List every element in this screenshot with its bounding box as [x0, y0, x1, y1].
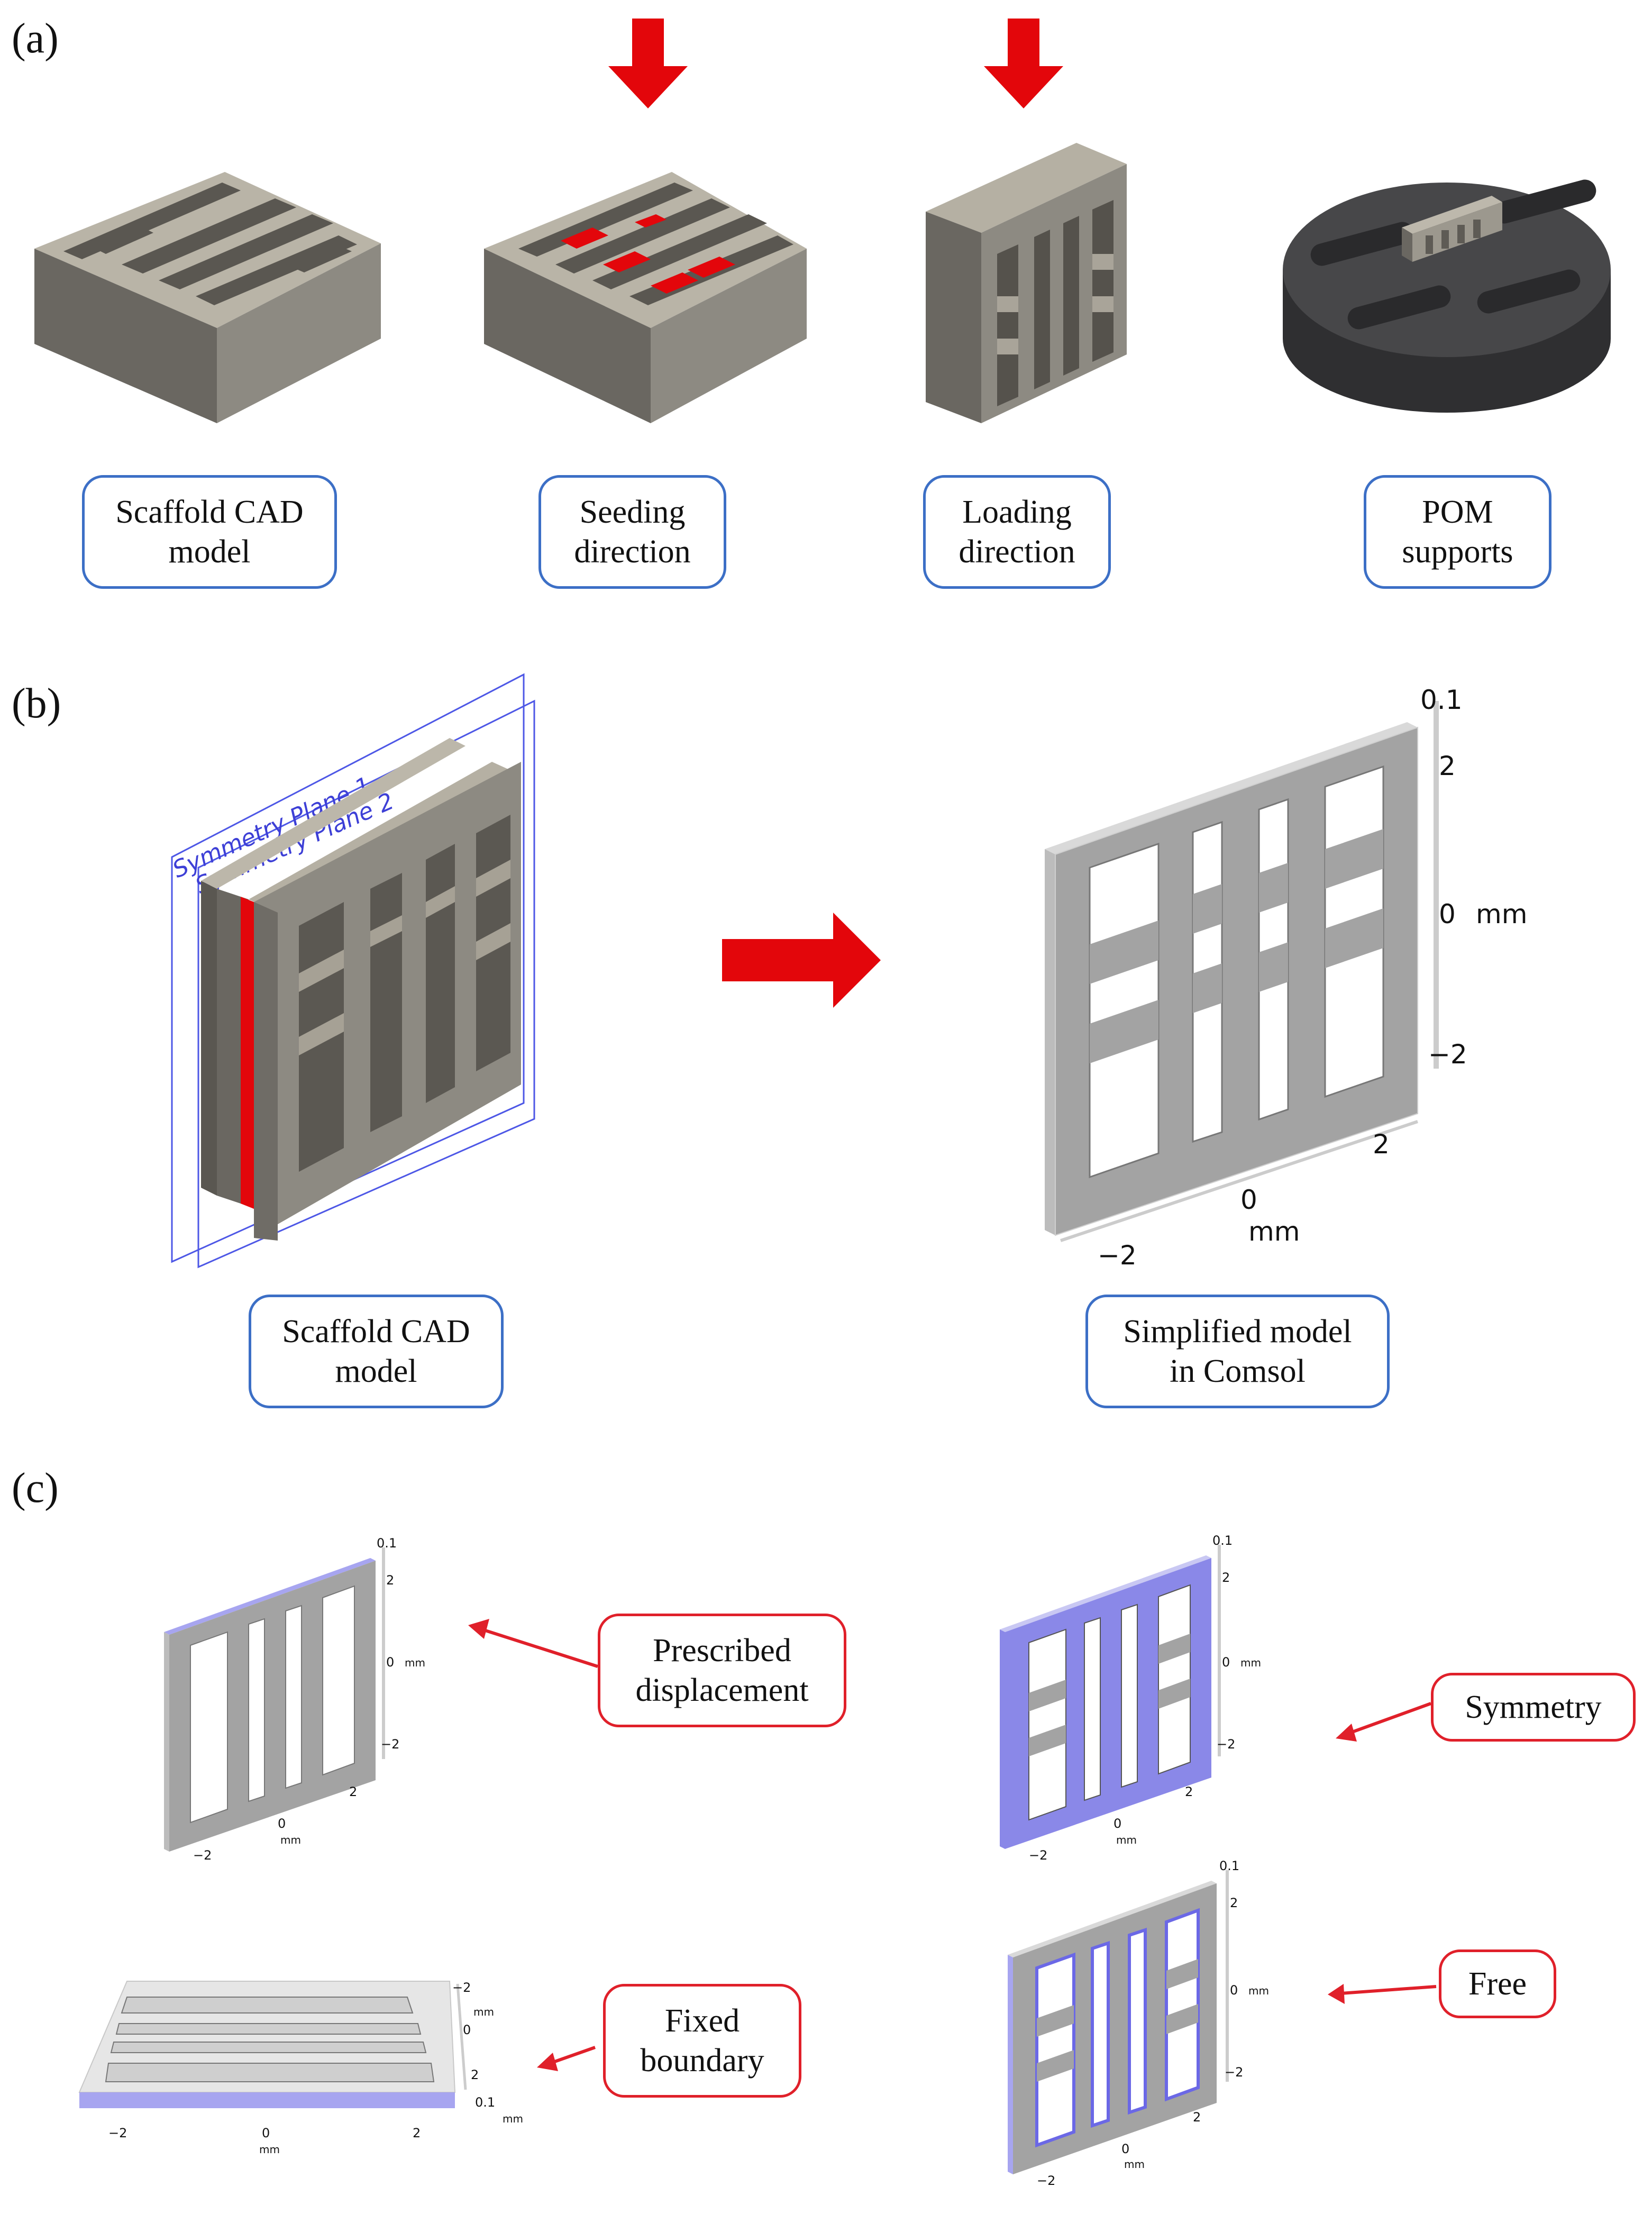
- svg-text:2: 2: [471, 2067, 479, 2082]
- svg-text:0: 0: [1230, 1983, 1238, 1998]
- svg-text:0: 0: [278, 1816, 286, 1831]
- svg-text:2: 2: [1185, 1784, 1193, 1799]
- scaffold-cad-with-planes: Symmetry Plane 1 Symmetry Plane 2: [169, 673, 535, 1269]
- svg-text:mm: mm: [503, 2112, 523, 2125]
- comsol-axis-labels: 0.1 2 0 mm −2 2 0 mm −2: [1098, 685, 1527, 1271]
- svg-text:0.1: 0.1: [1219, 1858, 1239, 1873]
- svg-text:2: 2: [1222, 1570, 1230, 1585]
- svg-text:−2: −2: [1098, 1240, 1137, 1271]
- svg-text:0.1: 0.1: [475, 2095, 495, 2110]
- svg-text:−2: −2: [381, 1737, 399, 1752]
- svg-text:mm: mm: [280, 1834, 301, 1846]
- pom-support-model: [1283, 179, 1611, 413]
- fixed-pointer-icon: [537, 2053, 558, 2071]
- fixed-boundary-model: [78, 1981, 467, 2108]
- transform-arrow-icon: [722, 913, 881, 1008]
- svg-text:mm: mm: [473, 2006, 494, 2018]
- svg-text:0: 0: [386, 1655, 394, 1670]
- svg-text:mm: mm: [405, 1656, 425, 1669]
- caption-scaffold-cad-model-b: Scaffold CAD model: [249, 1295, 504, 1408]
- svg-text:0: 0: [1121, 2142, 1129, 2156]
- free-axis-labels: 0.1 2 0 mm −2 2 0 mm −2: [1037, 1858, 1269, 2188]
- svg-text:0: 0: [463, 2022, 471, 2037]
- caption-free: Free: [1439, 1949, 1556, 2018]
- svg-text:−2: −2: [1225, 2065, 1243, 2080]
- free-model: [1008, 1870, 1229, 2174]
- seeding-arrow-icon: [608, 19, 688, 108]
- comsol-simplified-model: [1045, 701, 1439, 1242]
- svg-text:2: 2: [1193, 2110, 1201, 2125]
- svg-text:0.1: 0.1: [1420, 685, 1463, 715]
- panel-label-a: (a): [12, 15, 59, 62]
- prescribed-axis-labels: 0.1 2 0 mm −2 2 0 mm −2: [193, 1536, 425, 1863]
- svg-text:2: 2: [1439, 751, 1456, 781]
- svg-text:2: 2: [1230, 1896, 1238, 1910]
- caption-seeding-direction: Seeding direction: [539, 475, 726, 589]
- fixed-axis-labels: −2 mm 0 2 0.1 mm −2 0 mm 2: [108, 1980, 523, 2156]
- caption-fixed-boundary: Fixed boundary: [603, 1984, 801, 2098]
- symmetry-model: [1000, 1545, 1221, 1849]
- svg-text:−2: −2: [452, 1980, 471, 1995]
- svg-text:mm: mm: [1124, 2158, 1145, 2171]
- svg-text:mm: mm: [1248, 1216, 1300, 1247]
- svg-text:−2: −2: [108, 2126, 127, 2140]
- scaffold-loading-model: [926, 143, 1127, 423]
- caption-scaffold-cad-model: Scaffold CAD model: [82, 475, 337, 589]
- svg-text:0.1: 0.1: [1212, 1533, 1233, 1548]
- svg-text:mm: mm: [1116, 1834, 1137, 1846]
- panel-label-c: (c): [12, 1465, 59, 1511]
- free-pointer-icon: [1328, 1984, 1345, 2004]
- prescribed-displacement-model: [164, 1547, 385, 1852]
- svg-text:mm: mm: [1248, 1984, 1269, 1997]
- caption-pom-supports: POM supports: [1364, 475, 1551, 589]
- svg-text:mm: mm: [259, 2143, 280, 2156]
- svg-text:mm: mm: [1240, 1656, 1261, 1669]
- loading-arrow-icon: [984, 19, 1063, 108]
- svg-text:0: 0: [1240, 1185, 1257, 1215]
- svg-text:mm: mm: [1476, 899, 1527, 930]
- caption-symmetry: Symmetry: [1431, 1673, 1636, 1742]
- symmetry-pointer-icon: [1336, 1724, 1357, 1742]
- svg-text:−2: −2: [1037, 2173, 1055, 2188]
- svg-text:0: 0: [1222, 1655, 1230, 1670]
- scaffold-seeding-model: [484, 172, 807, 423]
- svg-text:2: 2: [386, 1573, 394, 1588]
- svg-text:0: 0: [1113, 1816, 1121, 1831]
- svg-text:−2: −2: [1217, 1737, 1235, 1752]
- svg-text:−2: −2: [193, 1848, 212, 1863]
- panel-label-b: (b): [12, 680, 61, 727]
- caption-loading-direction: Loading direction: [923, 475, 1111, 589]
- symmetry-axis-labels: 0.1 2 0 mm −2 2 0 mm −2: [1029, 1533, 1261, 1863]
- svg-text:−2: −2: [1428, 1039, 1467, 1070]
- svg-text:2: 2: [413, 2126, 421, 2140]
- prescribed-pointer-icon: [468, 1619, 489, 1639]
- svg-text:−2: −2: [1029, 1848, 1047, 1863]
- caption-simplified-model: Simplified model in Comsol: [1085, 1295, 1390, 1408]
- caption-prescribed-displacement: Prescribed displacement: [598, 1614, 846, 1727]
- svg-text:0: 0: [262, 2126, 270, 2140]
- svg-text:2: 2: [349, 1784, 357, 1799]
- scaffold-flat-model: [34, 172, 381, 423]
- svg-text:0: 0: [1439, 899, 1456, 930]
- svg-text:2: 2: [1373, 1129, 1390, 1160]
- svg-text:0.1: 0.1: [377, 1536, 397, 1551]
